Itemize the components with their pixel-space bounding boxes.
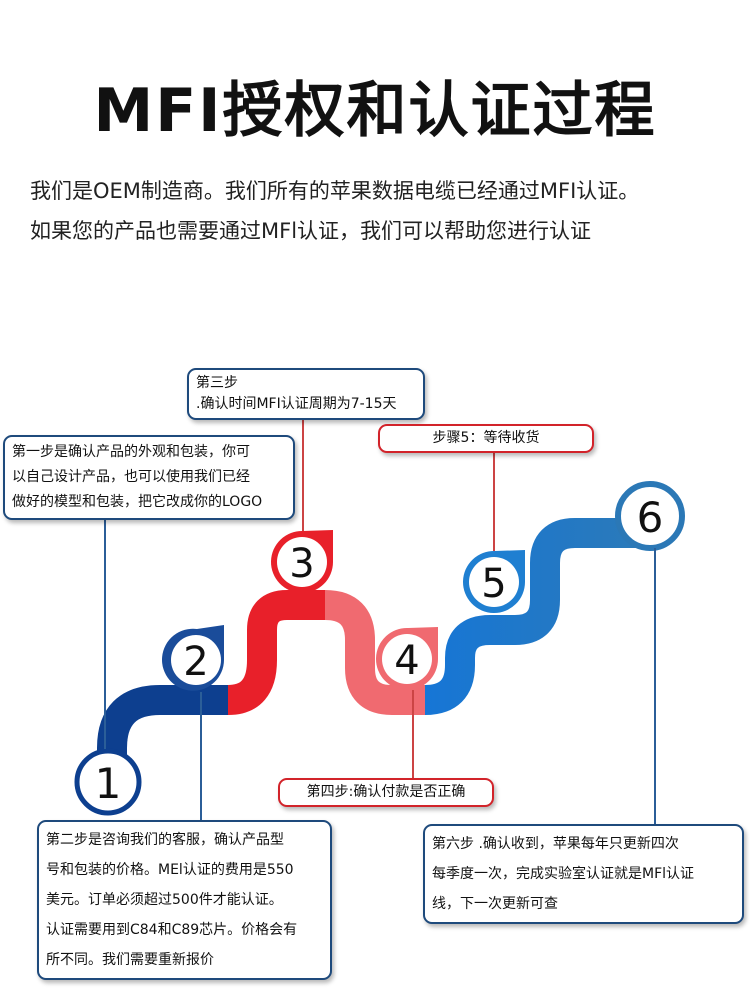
step-3-description: 第三步 .确认时间MFI认证周期为7-15天	[187, 368, 425, 420]
step-4-marker: 4	[375, 627, 438, 690]
step-6-text-line: 第六步 .确认收到，苹果每年只更新四次	[432, 836, 679, 852]
step-4-text-line: 第四步:确认付款是否正确	[306, 784, 466, 800]
step-2-description: 第二步是咨询我们的客服，确认产品型 号和包装的价格。MEl认证的费用是550 美…	[37, 820, 332, 980]
step-2-text-line: 所不同。我们需要重新报价	[46, 952, 214, 968]
step-3-marker: 3	[271, 530, 333, 593]
leader-line-step-3	[302, 411, 304, 531]
step-6-marker: 6	[615, 481, 685, 551]
ribbon-segment-2-3	[227, 590, 325, 715]
intro-line-2: 如果您的产品也需要通过MFl认证，我们可以帮助您进行认证	[30, 219, 592, 243]
step-4-number: 4	[394, 638, 419, 684]
leader-line-step-6	[654, 548, 656, 825]
page-title: MFI授权和认证过程	[93, 76, 657, 146]
step-1-number: 1	[95, 759, 122, 808]
step-5-text-line: 步骤5：等待收货	[432, 430, 540, 446]
step-1-text-line: 以自己设计产品，也可以使用我们已经	[12, 469, 250, 485]
step-1-description: 第一步是确认产品的外观和包装，你可 以自己设计产品，也可以使用我们已经 做好的模…	[3, 435, 295, 520]
step-3-text-line: .确认时间MFI认证周期为7-15天	[196, 396, 397, 412]
step-4-description: 第四步:确认付款是否正确	[278, 778, 494, 807]
intro-line-1: 我们是OEM制造商。我们所有的苹果数据电缆已经通过MFI认证。	[30, 179, 640, 203]
leader-line-step-4	[412, 690, 414, 778]
step-2-number: 2	[183, 639, 208, 685]
leader-line-step-2	[200, 692, 202, 821]
ribbon-segment-1-2	[97, 685, 228, 775]
step-6-text-line: 每季度一次，完成实验室认证就是MFl认证	[432, 866, 695, 882]
ribbon-segment-3-4	[324, 590, 425, 715]
step-6-description: 第六步 .确认收到，苹果每年只更新四次 每季度一次，完成实验室认证就是MFl认证…	[423, 824, 744, 924]
step-3-text-line: 第三步	[196, 375, 238, 391]
step-2-text-line: 认证需要用到C84和C89芯片。价格会有	[46, 922, 298, 938]
step-5-description: 步骤5：等待收货	[378, 424, 594, 453]
step-1-text-line: 第一步是确认产品的外观和包装，你可	[12, 444, 250, 460]
leader-line-step-5	[493, 450, 495, 551]
step-2-marker: 2	[162, 625, 224, 691]
step-5-marker: 5	[463, 550, 525, 613]
step-1-text-line: 做好的模型和包装，把它改成你的LOGO	[12, 494, 263, 510]
step-6-text-line: 线，下一次更新可查	[432, 896, 558, 912]
step-2-text-line: 第二步是咨询我们的客服，确认产品型	[46, 832, 284, 848]
step-2-text-line: 美元。订单必须超过500件才能认证。	[46, 892, 283, 908]
step-2-text-line: 号和包装的价格。MEl认证的费用是550	[46, 862, 294, 878]
leader-line-step-1	[104, 517, 106, 749]
step-6-number: 6	[637, 493, 664, 542]
step-1-marker: 1	[74, 748, 142, 816]
ribbon-segment-4-6	[424, 518, 650, 715]
step-5-number: 5	[481, 561, 506, 607]
step-3-number: 3	[289, 541, 314, 587]
